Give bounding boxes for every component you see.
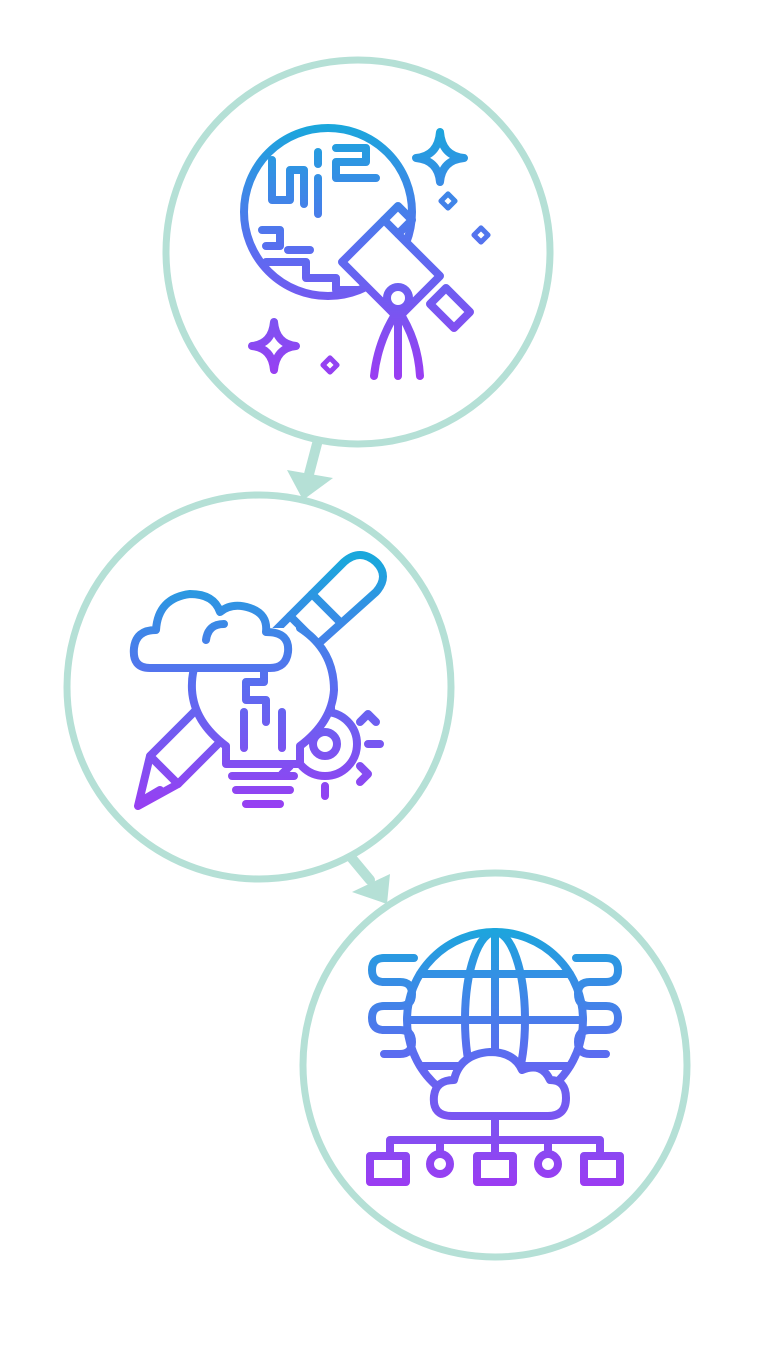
flow-arrow-2 [345, 851, 390, 904]
lightbulb-cloud-pencil-gear-icon [129, 551, 387, 810]
flow-arrow-1 [287, 435, 333, 500]
globe-cloud-network-icon [366, 928, 624, 1186]
globe-telescope-stars-icon [240, 124, 491, 380]
